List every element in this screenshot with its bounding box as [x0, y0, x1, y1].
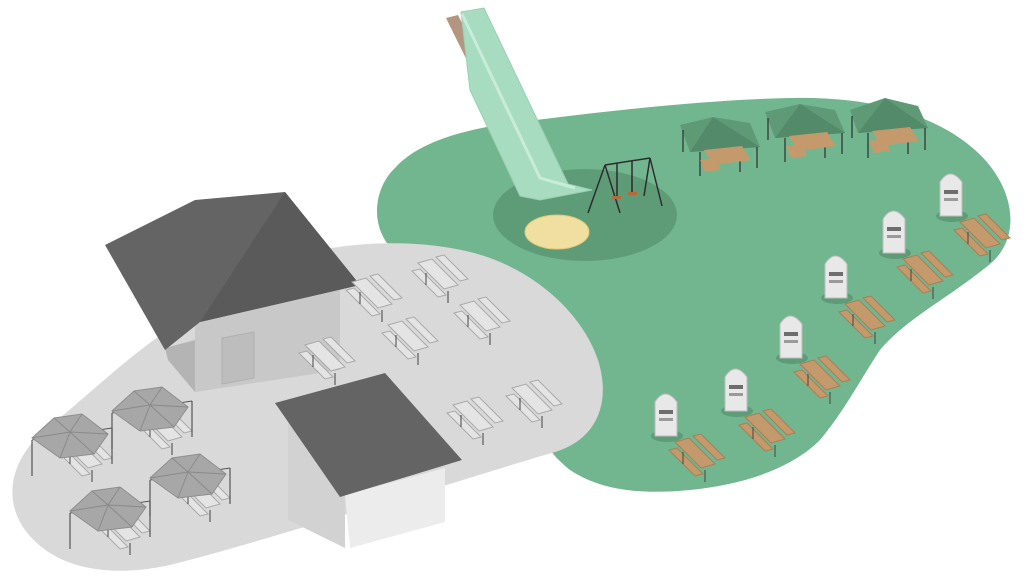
paved-picnic-tables — [298, 254, 563, 445]
umbrella-icon — [69, 486, 151, 549]
bbq-grill-icon — [651, 393, 683, 442]
swing-icon — [587, 157, 663, 214]
bbq-grill-icon — [776, 315, 808, 364]
sandbox-icon — [524, 214, 590, 250]
umbrella-icon — [149, 453, 231, 516]
picnic-table-icon — [738, 408, 796, 457]
umbrella-seating — [31, 386, 231, 555]
picnic-table-icon — [793, 355, 851, 404]
picnic-table-icon — [298, 336, 356, 385]
annex-building-icon — [275, 373, 462, 548]
picnic-table-icon — [896, 250, 954, 299]
picnic-table-icon — [668, 433, 726, 482]
main-building-icon — [105, 192, 360, 392]
picnic-table-icon — [453, 296, 511, 345]
picnic-table-icon — [505, 379, 563, 428]
picnic-table-icon — [411, 254, 469, 303]
umbrella-icon — [111, 386, 193, 449]
pavilion-icon — [765, 104, 845, 162]
picnic-table-icon — [953, 213, 1011, 262]
pavilion-icon — [680, 117, 760, 176]
picnic-table-icon — [381, 316, 439, 365]
picnic-table-icon — [838, 295, 896, 344]
bbq-grill-icon — [721, 368, 753, 417]
bbq-grill-icon — [936, 173, 968, 222]
bbq-grill-icon — [821, 255, 853, 304]
picnic-table-icon — [446, 396, 504, 445]
bbq-grill-icon — [879, 210, 911, 259]
picnic-table-icon — [345, 273, 403, 322]
bbq-area — [651, 173, 1011, 482]
umbrella-icon — [31, 413, 113, 476]
slide-icon — [446, 7, 593, 201]
pavilion-icon — [850, 98, 928, 158]
